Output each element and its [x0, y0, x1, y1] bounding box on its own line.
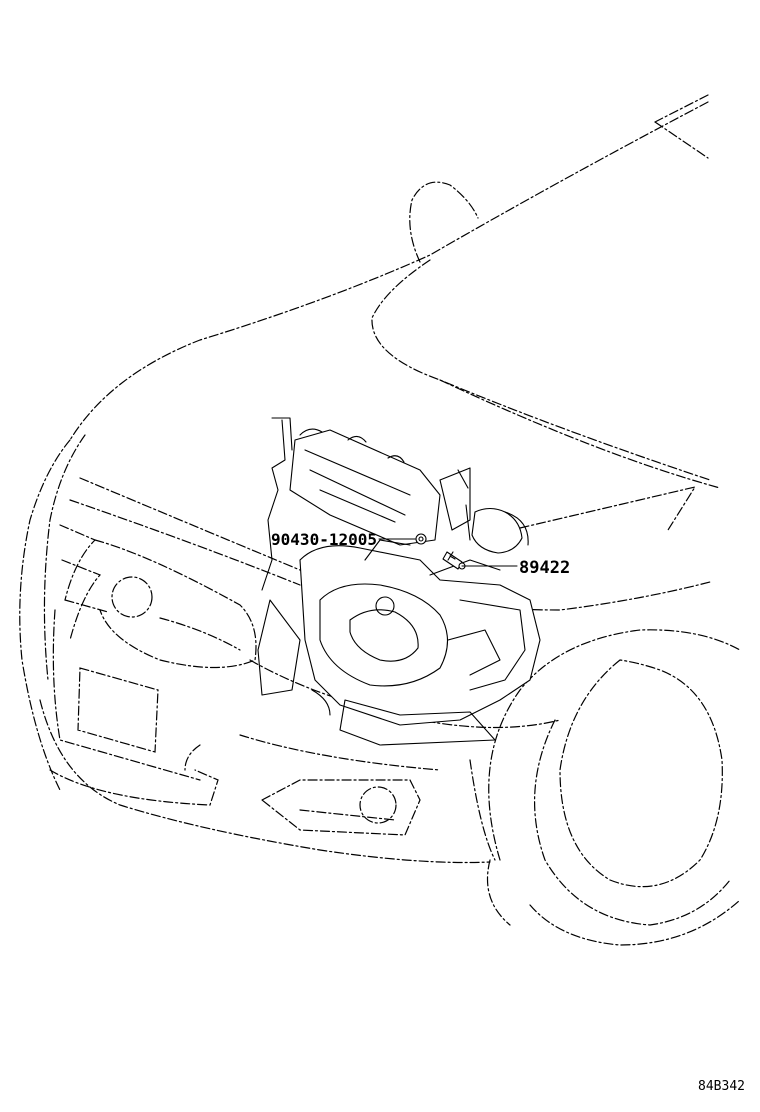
part-number-90430-12005: 90430-12005 — [271, 530, 377, 549]
part-number-89422: 89422 — [519, 558, 570, 578]
diagram-reference-code: 84B342 — [698, 1079, 745, 1094]
vehicle-body-outline — [19, 94, 741, 946]
engine-assembly — [257, 417, 541, 746]
gasket-part-90430-12005 — [415, 533, 427, 545]
